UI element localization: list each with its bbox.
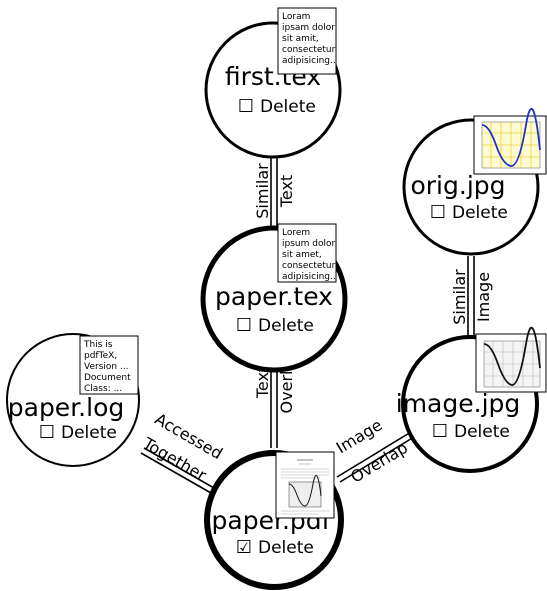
relation-label-line2: Text xyxy=(277,175,296,208)
preview-line: Lorem xyxy=(282,228,310,238)
delete-label: Delete xyxy=(258,316,314,336)
edges xyxy=(140,158,475,494)
relation-label-line1: Text xyxy=(253,366,272,399)
delete-checkbox[interactable]: ☐ xyxy=(238,96,254,117)
preview-line: adipisicing.. xyxy=(282,272,336,282)
file-node-paper-pdf[interactable]: paper.pdf ☑ Delete xyxy=(204,450,344,590)
edge-first-tex-paper-tex xyxy=(270,158,278,226)
file-name: image.jpg xyxy=(396,389,521,418)
file-node-image-jpg[interactable]: image.jpg ☐ Delete xyxy=(396,326,547,473)
delete-checkbox[interactable]: ☐ xyxy=(39,422,55,443)
preview-line: consectetur xyxy=(282,261,336,271)
delete-label: Delete xyxy=(61,423,117,443)
delete-label: Delete xyxy=(452,203,508,223)
edge-image-jpg-paper-pdf xyxy=(336,431,415,483)
image-preview-thumbnail xyxy=(473,107,547,175)
preview-line: This is xyxy=(83,340,113,350)
preview-line: ipsam dolor xyxy=(282,23,335,33)
image-preview-thumbnail xyxy=(475,326,547,393)
delete-label: Delete xyxy=(454,422,510,442)
pdf-preview-thumbnail xyxy=(275,451,335,519)
edge-paper-log-paper-pdf xyxy=(140,447,215,494)
file-name: paper.log xyxy=(8,393,124,422)
relation-label-first-paper-tex: Similar xyxy=(253,163,272,219)
delete-label: Delete xyxy=(260,97,316,117)
relation-label-line1: Similar xyxy=(450,269,469,325)
file-node-orig-jpg[interactable]: orig.jpg ☐ Delete xyxy=(402,107,547,256)
relation-label-line2: Image xyxy=(474,272,493,322)
delete-checkbox[interactable]: ☐ xyxy=(430,202,446,223)
relation-label-paper-tex-pdf: Text xyxy=(253,366,272,399)
preview-line: Loram xyxy=(282,12,310,22)
delete-label: Delete xyxy=(258,538,314,558)
preview-line: consectetur xyxy=(282,45,336,55)
delete-checkbox[interactable]: ☐ xyxy=(432,421,448,442)
preview-line: pdfTeX, xyxy=(84,351,117,361)
edge-orig-jpg-image-jpg xyxy=(467,256,475,338)
file-name: orig.jpg xyxy=(410,171,505,200)
preview-line: adipisicing.. xyxy=(282,56,336,66)
preview-line: ipsum dolor xyxy=(282,239,335,249)
preview-line: Version ... xyxy=(84,362,129,372)
preview-line: sit amit, xyxy=(282,34,319,44)
file-name: paper.tex xyxy=(215,282,333,311)
preview-line: sit amet, xyxy=(282,250,322,260)
preview-line: Class: ... xyxy=(84,384,122,394)
relation-label-orig-image-jpg: Similar xyxy=(450,269,469,325)
relation-label-first-paper-tex-2: Text xyxy=(277,175,296,208)
preview-line: Document xyxy=(84,373,131,383)
delete-checkbox[interactable]: ☐ xyxy=(236,315,252,336)
relation-label-orig-image-jpg-2: Image xyxy=(474,272,493,322)
edge-paper-tex-paper-pdf xyxy=(270,370,278,448)
delete-checkbox[interactable]: ☑ xyxy=(236,537,252,558)
relation-label-line1: Similar xyxy=(253,163,272,219)
file-node-paper-log[interactable]: paper.log ☐ Delete This ispdfTeX,Version… xyxy=(6,333,140,467)
